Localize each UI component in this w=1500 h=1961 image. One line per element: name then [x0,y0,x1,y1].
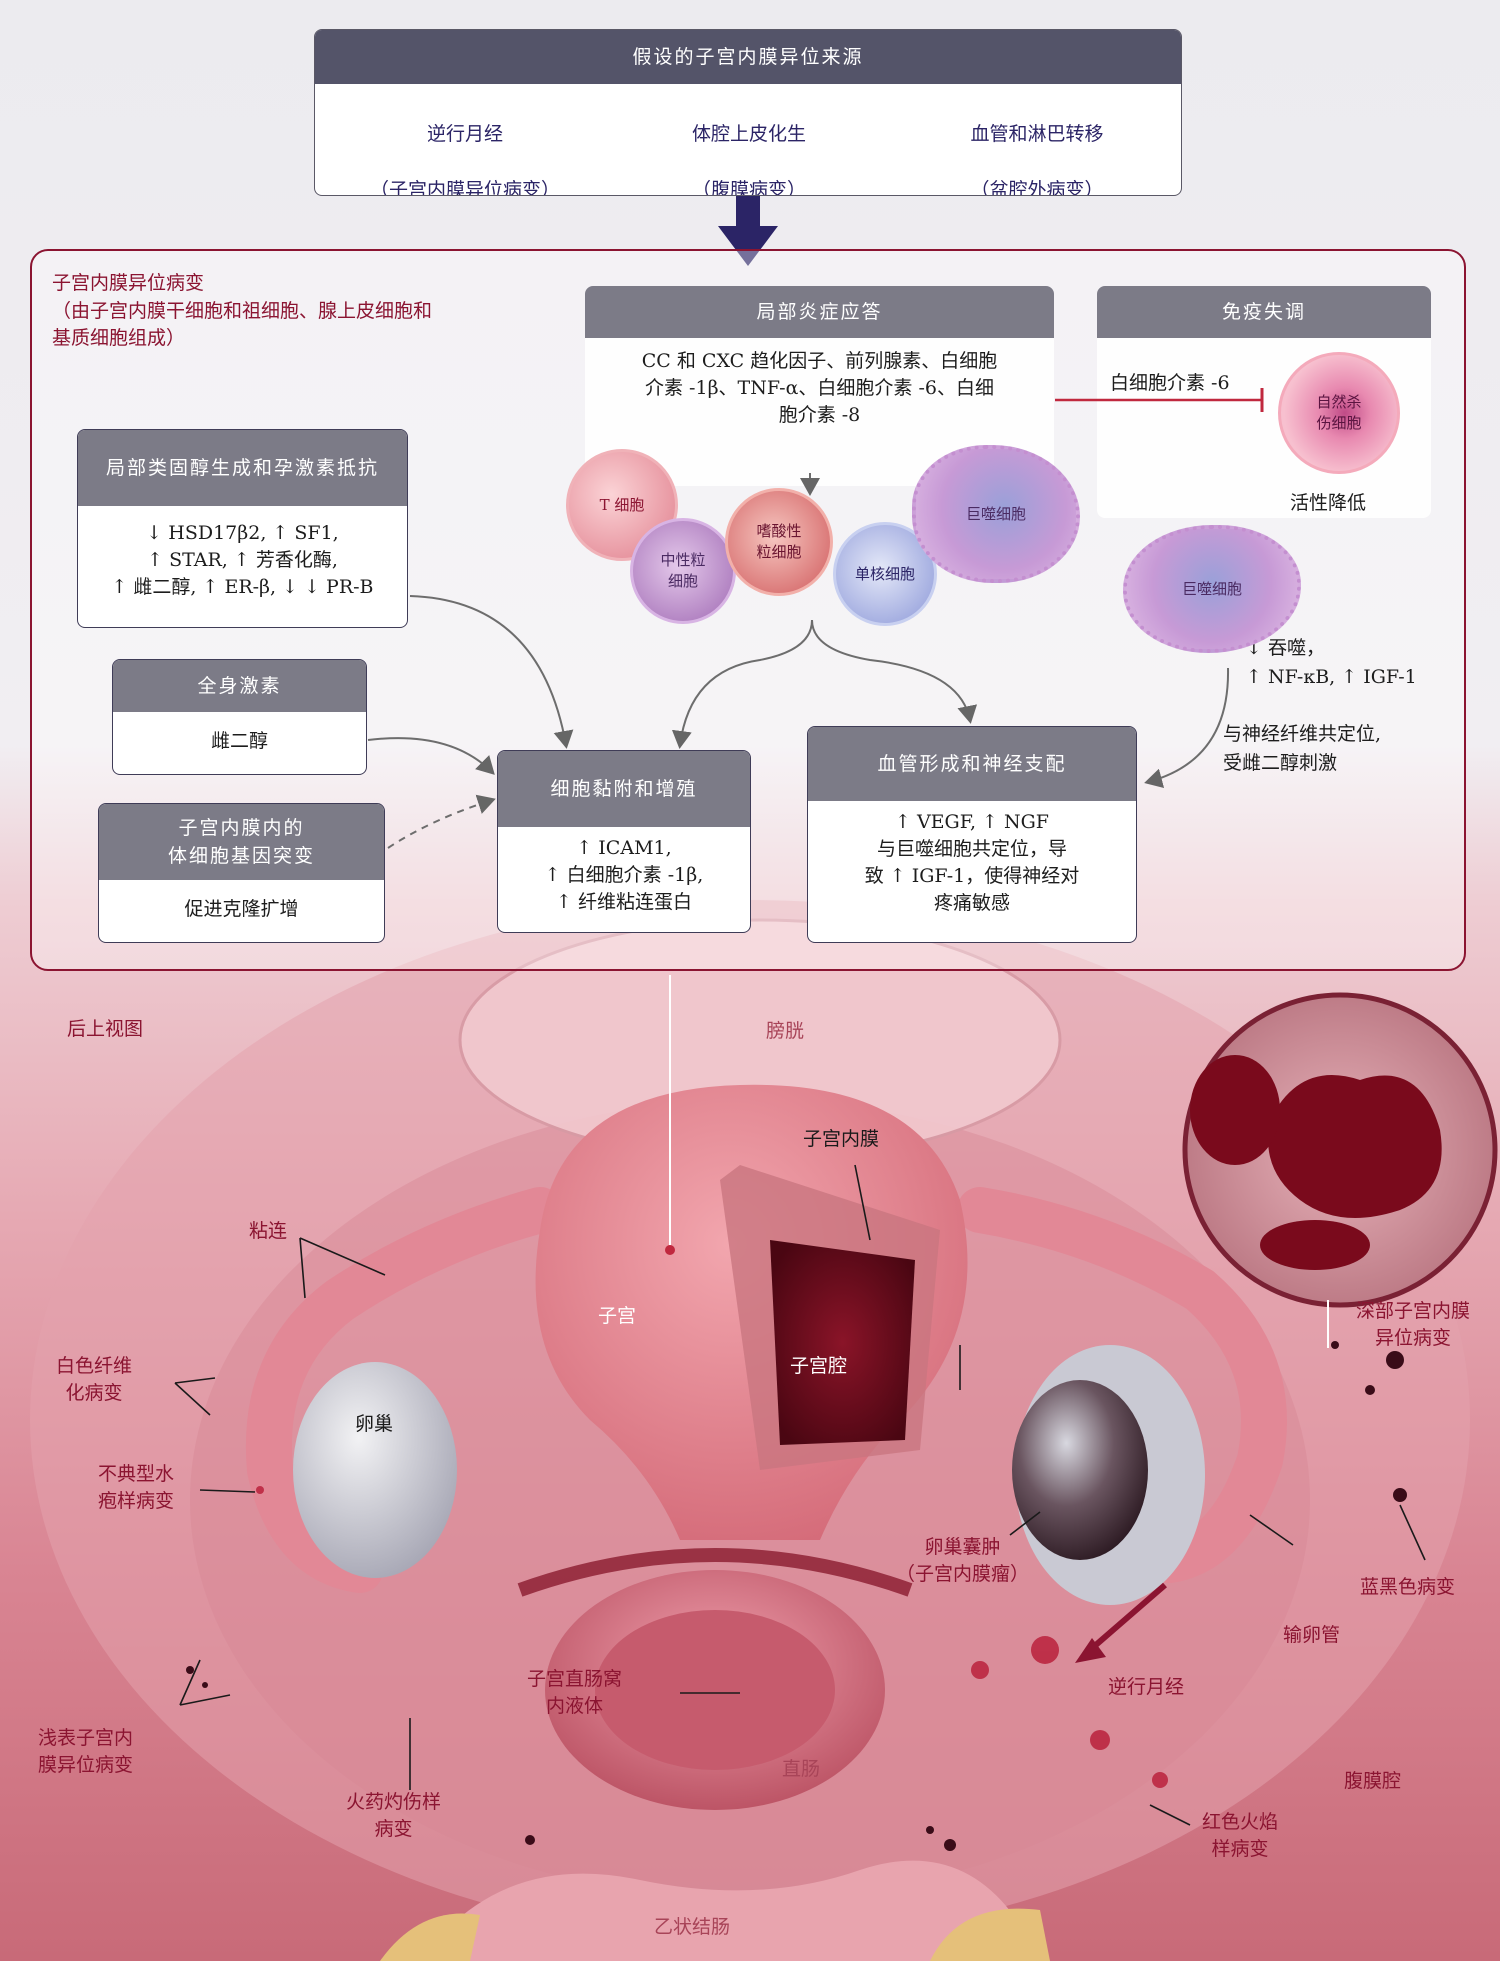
sigmoid-colon-label: 乙状结肠 [654,1916,731,1938]
hypothesized-sources-box: 假设的子宫内膜异位来源 逆行月经 （子宫内膜异位病变） 体腔上皮化生 （腹膜病变… [314,29,1182,196]
macrophage-cell: 巨噬细胞 [912,445,1080,583]
lesion-description: （由子宫内膜干细胞和祖细胞、腺上皮细胞和 基质细胞组成） [52,300,433,349]
il6-label: 白细胞介素 -6 [1110,372,1230,394]
fallopian-tube-label: 输卵管 [1283,1624,1341,1646]
angiogenesis-text: ↑ VEGF, ↑ NGF 与巨噬细胞共定位，导 致 ↑ IGF-1，使得神经对… [864,811,1080,914]
inflammation-title: 局部炎症应答 [585,286,1054,338]
macrophage-cell-2: 巨噬细胞 [1123,525,1301,653]
adhesion-title: 细胞黏附和增殖 [498,751,750,827]
pouch-of-douglas-label: 子宫直肠窝 内液体 [527,1668,623,1717]
ovary-label: 卵巢 [355,1413,394,1435]
steroidogenesis-title: 局部类固醇生成和孕激素抵抗 [78,430,407,506]
bladder-label: 膀胱 [766,1020,805,1042]
steroidogenesis-box: 局部类固醇生成和孕激素抵抗 ↓ HSD17β2, ↑ SF1, ↑ STAR, … [77,429,408,628]
nk-cell: 自然杀 伤细胞 [1278,352,1400,474]
systemic-hormone-title: 全身激素 [113,660,366,712]
atypical-vesicular-label: 不典型水 疱样病变 [98,1463,175,1512]
endometrium-label: 子宫内膜 [803,1128,880,1150]
blue-black-lesion-label: 蓝黑色病变 [1360,1576,1456,1598]
source-item-vascular: 血管和淋巴转移 （盆腔外病变） [970,123,1104,196]
deep-lesion-label: 深部子宫内膜 异位病变 [1356,1300,1471,1349]
white-fibrotic-label: 白色纤维 化病变 [56,1355,133,1404]
inflammation-box: 局部炎症应答 CC 和 CXC 趋化因子、前列腺素、白细胞 介素 -1β、TNF… [585,286,1054,486]
macrophage-effects-text: ↓ 吞噬， ↑ NF-κB, ↑ IGF-1 [1246,637,1417,688]
systemic-hormone-text: 雌二醇 [210,730,268,752]
ovarian-cyst-label: 卵巢囊肿 （子宫内膜瘤） [896,1536,1030,1585]
adhesion-box: 细胞黏附和增殖 ↑ ICAM1, ↑ 白细胞介素 -1β, ↑ 纤维粘连蛋白 [497,750,751,933]
superficial-lesion-label: 浅表子宫内 膜异位病变 [38,1727,134,1776]
somatic-mutation-title: 子宫内膜内的 体细胞基因突变 [99,804,384,880]
adhesion-text: ↑ ICAM1, ↑ 白细胞介素 -1β, ↑ 纤维粘连蛋白 [544,837,704,913]
rectum-label: 直肠 [782,1758,821,1780]
retrograde-menstruation-label: 逆行月经 [1108,1676,1185,1698]
nerve-note-text: 与神经纤维共定位, 受雌二醇刺激 [1223,723,1382,774]
somatic-mutation-text: 促进克隆扩增 [184,898,299,920]
steroidogenesis-text: ↓ HSD17β2, ↑ SF1, ↑ STAR, ↑ 芳香化酶, ↑ 雌二醇,… [111,522,374,598]
powder-burn-label: 火药灼伤样 病变 [346,1791,442,1840]
red-flame-lesion-label: 红色火焰 样病变 [1202,1811,1279,1860]
uterine-cavity-label: 子宫腔 [790,1355,848,1377]
posterior-superior-view-label: 后上视图 [67,1018,144,1040]
systemic-hormone-box: 全身激素 雌二醇 [112,659,367,775]
eosinophil-cell: 嗜酸性 粒细胞 [725,488,833,596]
inflammation-text: CC 和 CXC 趋化因子、前列腺素、白细胞 介素 -1β、TNF-α、白细胞介… [641,350,998,426]
reduced-activity-label: 活性降低 [1290,492,1367,514]
neutrophil-cell: 中性粒 细胞 [630,518,736,624]
adhesion-label: 粘连 [249,1220,288,1242]
uterus-label: 子宫 [598,1305,637,1327]
angiogenesis-box: 血管形成和神经支配 ↑ VEGF, ↑ NGF 与巨噬细胞共定位，导 致 ↑ I… [807,726,1137,943]
somatic-mutation-box: 子宫内膜内的 体细胞基因突变 促进克隆扩增 [98,803,385,943]
lesion-title: 子宫内膜异位病变 [52,272,205,294]
peritoneal-cavity-label: 腹膜腔 [1344,1770,1402,1792]
angiogenesis-title: 血管形成和神经支配 [808,727,1136,801]
immune-title: 免疫失调 [1097,286,1431,338]
source-item-coelomic: 体腔上皮化生 （腹膜病变） [691,123,806,196]
source-item-retrograde: 逆行月经 （子宫内膜异位病变） [369,123,560,196]
hypothesized-sources-title: 假设的子宫内膜异位来源 [315,30,1181,84]
